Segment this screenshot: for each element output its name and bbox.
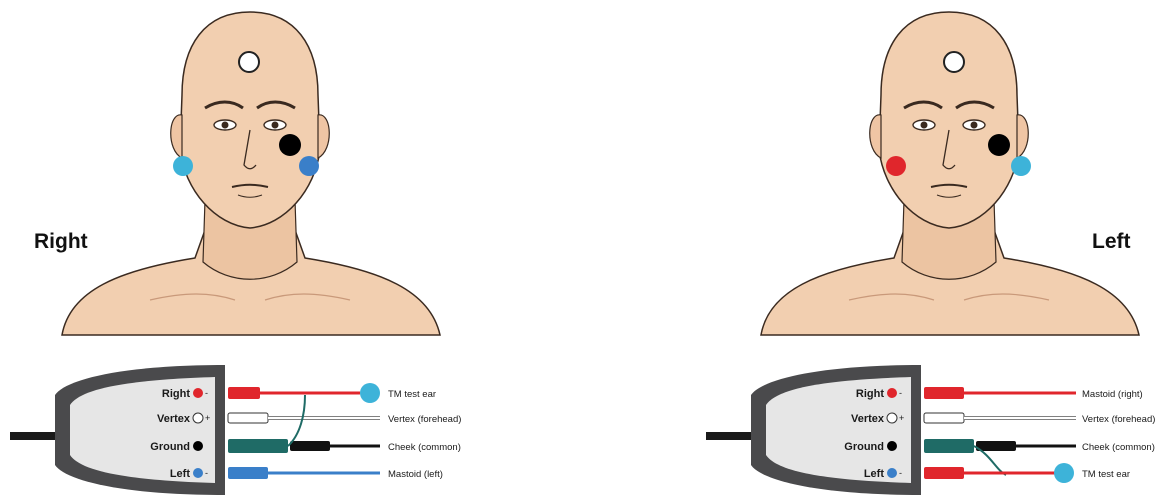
head-shape: [180, 12, 320, 228]
input-dot-right: [193, 388, 203, 398]
ear-right: [1017, 115, 1028, 158]
head-illustration: [0, 0, 587, 345]
tm-electrode: [1054, 463, 1074, 483]
input-label-ground: Ground: [150, 441, 190, 453]
electrode-ear-right: [1011, 156, 1031, 176]
head-illustration: [586, 0, 1173, 345]
lead-plug-white: [228, 413, 268, 423]
lead-plug-blue: [228, 467, 268, 479]
electrode-vertex: [944, 52, 964, 72]
input-label-ground: Ground: [844, 441, 884, 453]
tm-electrode: [360, 383, 380, 403]
lead-plug-black: [290, 441, 330, 451]
electrode-ear-left: [886, 156, 906, 176]
ear-left: [171, 115, 182, 158]
input-label-left: Left: [864, 468, 885, 480]
lead-label-3: Cheek (common): [1082, 442, 1155, 453]
lead-label-4: TM test ear: [1082, 469, 1130, 480]
input-dot-vertex: [193, 413, 203, 423]
electrode-ear-right: [299, 156, 319, 176]
input-label-vertex: Vertex: [851, 413, 885, 425]
lead-plug-black: [976, 441, 1016, 451]
input-dot-ground: [887, 441, 897, 451]
input-dot-ground: [193, 441, 203, 451]
amplifier-device: Right Vertex Ground Left - + - TM test e…: [0, 355, 587, 500]
svg-text:-: -: [899, 388, 902, 398]
lead-label-2: Vertex (forehead): [388, 414, 461, 425]
lead-plug-teal: [228, 439, 288, 453]
input-dot-left: [193, 468, 203, 478]
input-dot-right: [887, 388, 897, 398]
head-shape: [879, 12, 1019, 228]
panel-right: Right: [0, 0, 586, 500]
svg-text:+: +: [899, 413, 904, 423]
lead-label-1: Mastoid (right): [1082, 389, 1143, 400]
lead-label-2: Vertex (forehead): [1082, 414, 1155, 425]
svg-text:-: -: [205, 468, 208, 478]
ear-left: [870, 115, 881, 158]
electrode-cheek: [279, 134, 301, 156]
svg-text:-: -: [899, 468, 902, 478]
input-label-right: Right: [856, 388, 884, 400]
svg-text:-: -: [205, 388, 208, 398]
lead-label-4: Mastoid (left): [388, 469, 443, 480]
lead-wire-teal-loop: [288, 395, 305, 446]
svg-text:+: +: [205, 413, 210, 423]
electrode-vertex: [239, 52, 259, 72]
lead-label-3: Cheek (common): [388, 442, 461, 453]
lead-plug-red-top: [924, 387, 964, 399]
electrode-cheek: [988, 134, 1010, 156]
lead-plug-red-bottom: [924, 467, 964, 479]
input-label-right: Right: [162, 388, 190, 400]
panel-left: Left Right Vertex Ground Left - +: [586, 0, 1173, 500]
electrode-ear-left: [173, 156, 193, 176]
amplifier-device: Right Vertex Ground Left - + - Mastoid (…: [586, 355, 1173, 500]
input-dot-left: [887, 468, 897, 478]
input-dot-vertex: [887, 413, 897, 423]
lead-plug-red: [228, 387, 260, 399]
lead-plug-white: [924, 413, 964, 423]
lead-label-1: TM test ear: [388, 389, 436, 400]
input-label-vertex: Vertex: [157, 413, 191, 425]
ear-right: [318, 115, 329, 158]
lead-plug-teal: [924, 439, 974, 453]
input-label-left: Left: [170, 468, 191, 480]
